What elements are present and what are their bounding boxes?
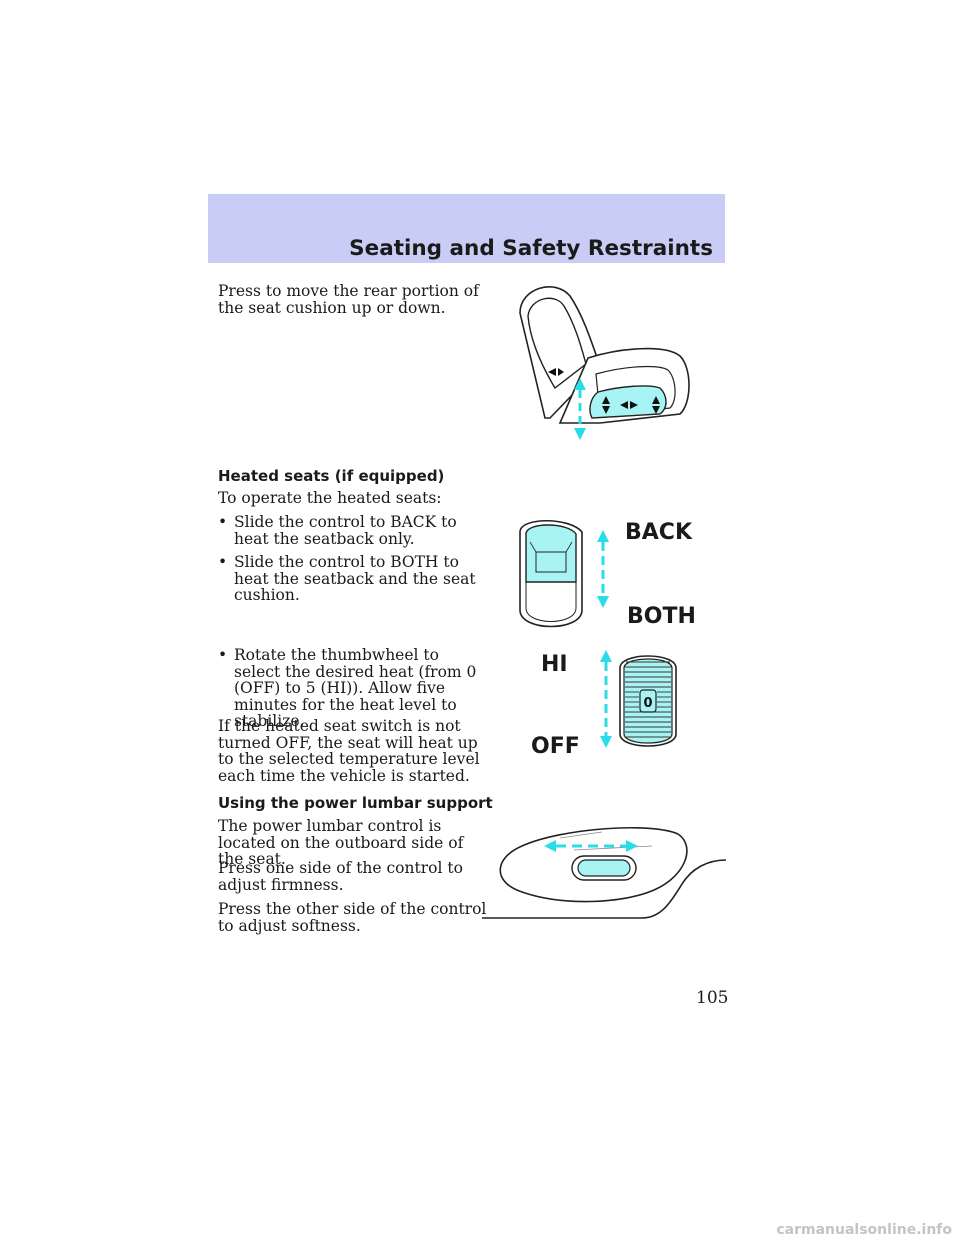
section-header: Seating and Safety Restraints <box>208 194 725 263</box>
back-label: BACK <box>625 520 692 545</box>
heated-seats-heading: Heated seats (if equipped) <box>218 467 445 485</box>
off-label: OFF <box>531 734 580 759</box>
rear-cushion-text: Press to move the rear portion of the se… <box>218 282 479 317</box>
heat-thumbwheel-illustration: 0 <box>600 650 677 748</box>
page-number: 105 <box>696 988 729 1008</box>
heated-seats-intro: To operate the heated seats: <box>218 489 442 507</box>
both-label: BOTH <box>627 604 696 629</box>
lumbar-heading: Using the power lumbar support <box>218 794 493 812</box>
section-title: Seating and Safety Restraints <box>349 236 713 261</box>
lumbar-paragraph: Press the other side of the control to a… <box>218 900 487 935</box>
list-item: •Slide the control to BOTH to heat the s… <box>218 553 476 604</box>
footer-watermark: carmanualsonline.info <box>776 1222 952 1238</box>
heated-seat-slide-switch-illustration <box>519 519 609 628</box>
thumbwheel-value: 0 <box>643 696 652 711</box>
lumbar-paragraph: Press one side of the control to adjust … <box>218 859 463 894</box>
lumbar-paragraph: The power lumbar control is located on t… <box>218 817 464 868</box>
lumbar-control-illustration <box>482 827 727 919</box>
hi-label: HI <box>541 652 568 677</box>
heated-seats-note: If the heated seat switch is not turned … <box>218 717 480 785</box>
seat-power-switch-illustration <box>519 286 690 440</box>
list-item: •Slide the control to BACK to heat the s… <box>218 513 457 548</box>
list-item: •Rotate the thumbwheel to select the des… <box>218 646 477 730</box>
